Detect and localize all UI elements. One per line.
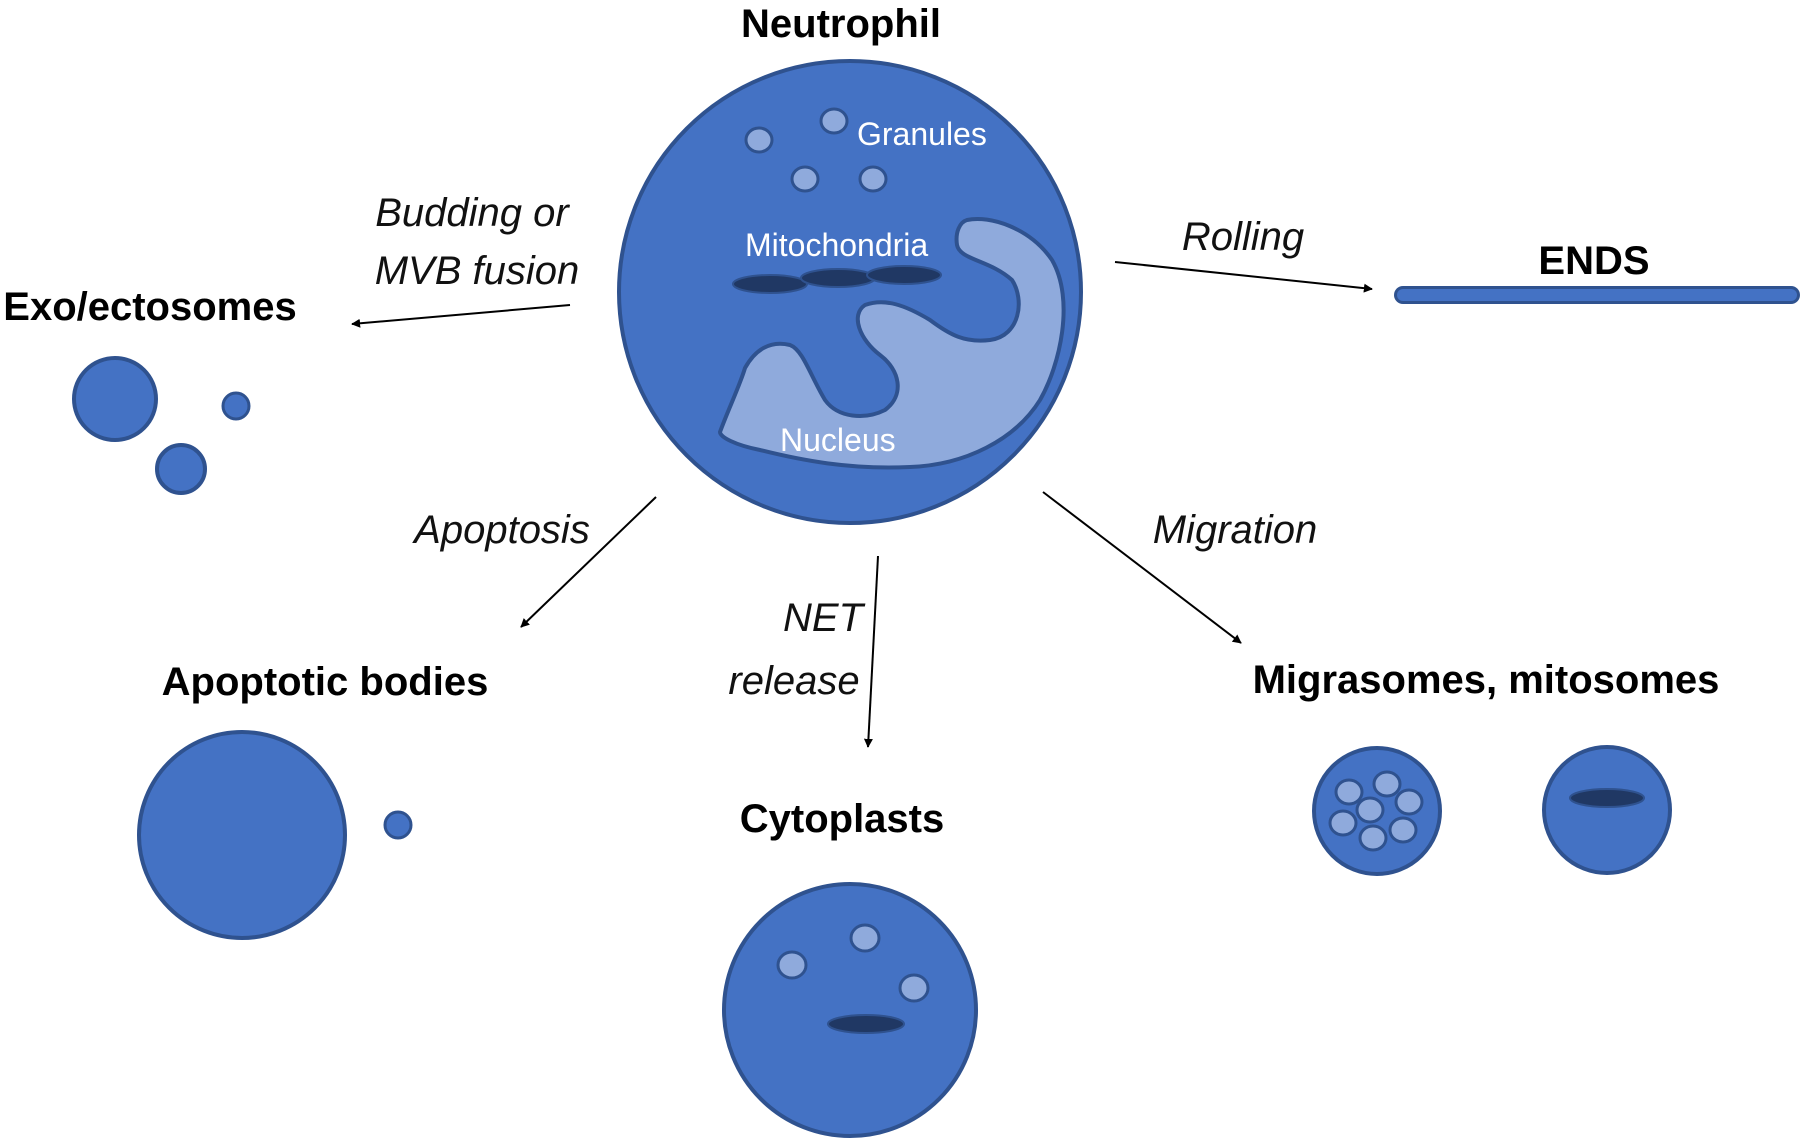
migrasome: [1312, 746, 1442, 876]
net-label-line1: NET: [783, 596, 866, 640]
arrow-migration: [1042, 491, 1242, 644]
neutrophil-title: Neutrophil: [741, 2, 941, 46]
migrasomes-mitosomes-title: Migrasomes, mitosomes: [1253, 658, 1720, 702]
apoptosis-label: Apoptosis: [412, 508, 590, 552]
granule: [898, 973, 930, 1003]
apoptotic-bodies-group: [137, 730, 413, 940]
granule: [1355, 796, 1385, 824]
mitochondrion: [800, 268, 876, 288]
budding-label-line1: Budding or: [375, 191, 570, 235]
arrow-net-release: [863, 555, 879, 748]
rolling-label: Rolling: [1182, 215, 1304, 259]
granule: [1358, 824, 1388, 852]
granule: [1372, 770, 1402, 798]
mitochondrion: [827, 1014, 905, 1034]
granule: [1328, 809, 1358, 837]
granule: [819, 107, 849, 135]
ends-title: ENDS: [1538, 239, 1649, 283]
exo-ectosomes-group: [72, 356, 251, 495]
granule: [1394, 788, 1424, 816]
exosome: [221, 391, 251, 421]
granule: [858, 165, 888, 193]
nucleus-label: Nucleus: [780, 422, 896, 458]
granule: [776, 950, 808, 980]
mitochondria-group: [732, 265, 942, 294]
exo-ectosomes-title: Exo/ectosomes: [3, 285, 296, 329]
mitosome: [1542, 745, 1672, 875]
mitochondria-label: Mitochondria: [745, 227, 928, 263]
granules-group: [744, 107, 888, 193]
mitochondrion: [1569, 788, 1645, 808]
mitosome-membrane: [1542, 745, 1672, 875]
cytoplast: [722, 882, 978, 1138]
cytoplasts-title: Cytoplasts: [740, 797, 945, 841]
granule: [1334, 778, 1364, 806]
granule: [744, 126, 774, 154]
mitochondrion: [866, 265, 942, 285]
apoptotic-bodies-title: Apoptotic bodies: [162, 660, 489, 704]
exosome: [155, 443, 207, 495]
mitochondrion: [732, 274, 808, 294]
cytoplast-membrane: [722, 882, 978, 1138]
budding-label-line2: MVB fusion: [375, 249, 580, 293]
exosome: [72, 356, 158, 442]
granules-label: Granules: [857, 116, 987, 152]
apoptotic-body: [383, 810, 413, 840]
migration-label: Migration: [1153, 508, 1318, 552]
arrow-budding: [351, 304, 571, 328]
nucleus-shape: [717, 217, 1066, 470]
granule: [1388, 816, 1418, 844]
neutrophil-cell: Granules Mitochondria Nucleus: [617, 59, 1083, 525]
granule: [790, 165, 820, 193]
granule: [849, 923, 881, 953]
arrow-apoptosis: [520, 496, 657, 628]
arrow-rolling: [1114, 261, 1373, 293]
net-label-line2: release: [728, 659, 859, 703]
apoptotic-body: [137, 730, 347, 940]
